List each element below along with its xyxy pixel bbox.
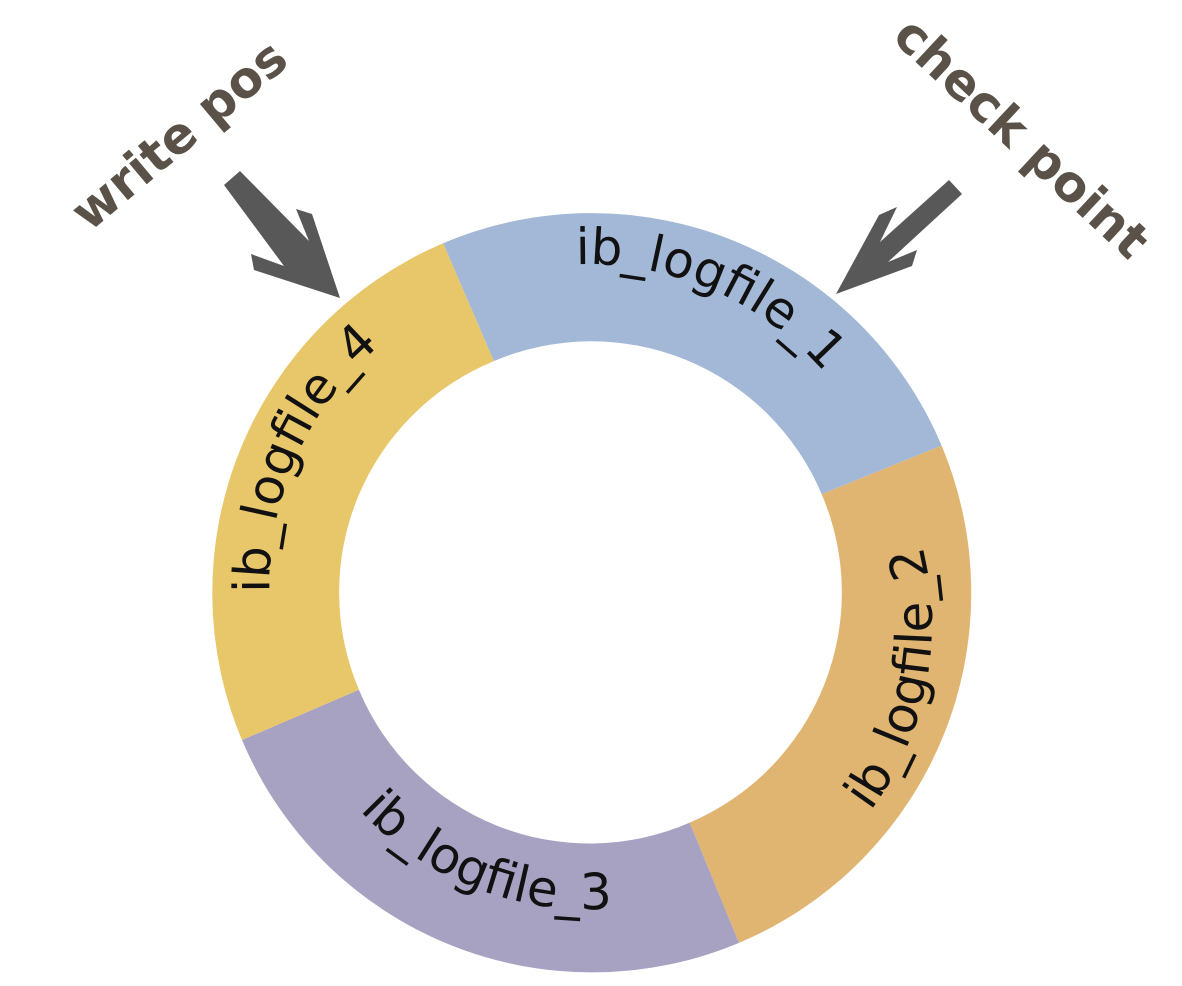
segment-ib-logfile-1 [443, 213, 942, 495]
segment-ib-logfile-2 [689, 445, 972, 943]
check-point-arrow-icon [836, 180, 962, 294]
segment-ib-logfile-3 [242, 689, 739, 973]
write-pos-pointer: write pos [60, 28, 340, 298]
ring [212, 213, 972, 973]
check-point-label: check point [883, 5, 1161, 270]
check-point-pointer: check point [836, 5, 1161, 294]
write-pos-arrow-icon [224, 171, 340, 298]
segment-ib-logfile-4 [212, 243, 494, 740]
